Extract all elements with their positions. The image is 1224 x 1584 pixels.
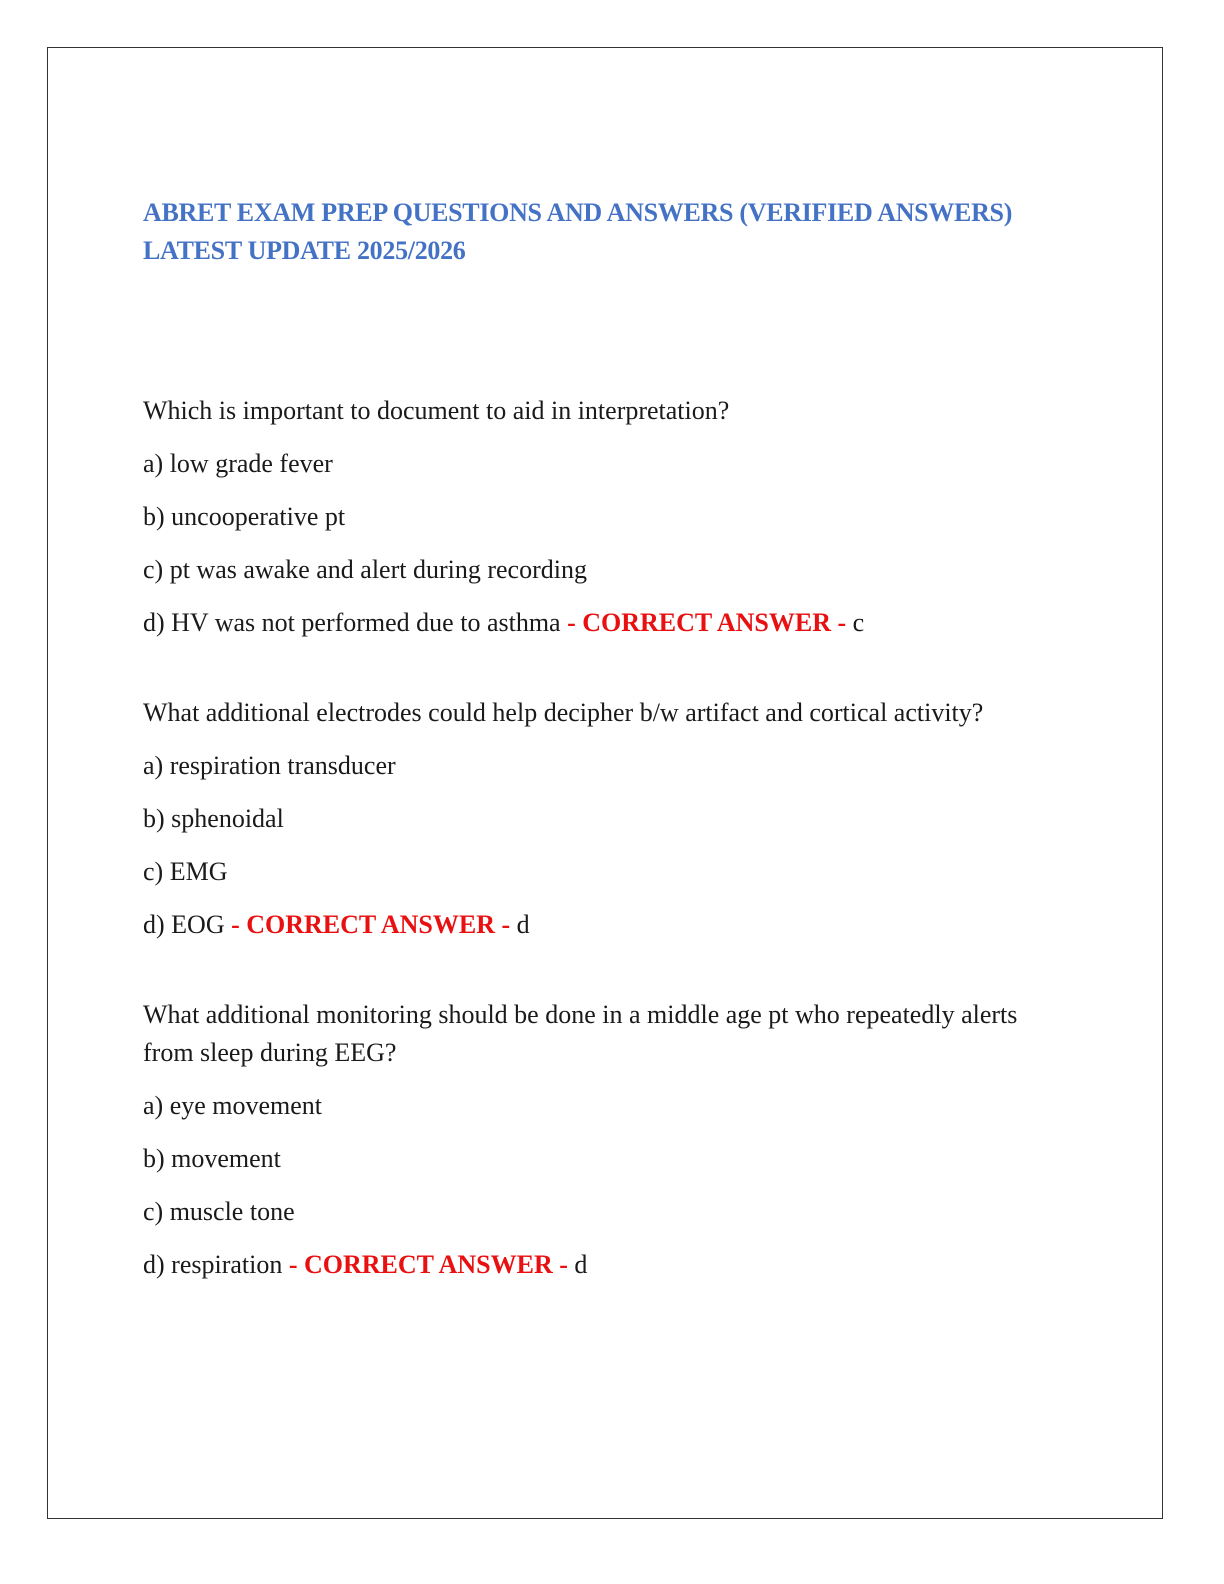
correct-answer-value: c (852, 608, 865, 637)
option-a: a) eye movement (143, 1091, 323, 1120)
question-text: Which is important to document to aid in… (143, 396, 730, 425)
page-border (47, 47, 1163, 1519)
question-block-3: What additional monitoring should be don… (143, 996, 1043, 1284)
option-b: b) sphenoidal (143, 804, 284, 833)
option-c: c) EMG (143, 857, 228, 886)
question-text: What additional monitoring should be don… (143, 1000, 1018, 1067)
option-d: d) EOG (143, 910, 225, 939)
option-b: b) uncooperative pt (143, 502, 346, 531)
correct-answer-value: d (574, 1250, 588, 1279)
option-d-with-answer: d) respiration - CORRECT ANSWER - d (143, 1246, 1043, 1284)
question-block-1: Which is important to document to aid in… (143, 392, 1043, 642)
option-d: d) respiration (143, 1250, 283, 1279)
option-d: d) HV was not performed due to asthma (143, 608, 561, 637)
correct-answer-marker: - CORRECT ANSWER - (288, 1250, 568, 1279)
question-text: What additional electrodes could help de… (143, 698, 984, 727)
option-c: c) muscle tone (143, 1197, 295, 1226)
option-b: b) movement (143, 1144, 281, 1173)
option-a: a) respiration transducer (143, 751, 396, 780)
correct-answer-marker: - CORRECT ANSWER - (231, 910, 511, 939)
correct-answer-marker: - CORRECT ANSWER - (567, 608, 847, 637)
option-a: a) low grade fever (143, 449, 333, 478)
option-d-with-answer: d) HV was not performed due to asthma - … (143, 604, 1043, 642)
option-d-with-answer: d) EOG - CORRECT ANSWER - d (143, 906, 1043, 944)
document-content: ABRET EXAM PREP QUESTIONS AND ANSWERS (V… (143, 194, 1043, 1336)
option-c: c) pt was awake and alert during recordi… (143, 555, 587, 584)
correct-answer-value: d (516, 910, 530, 939)
document-title: ABRET EXAM PREP QUESTIONS AND ANSWERS (V… (143, 198, 1013, 265)
question-list: Which is important to document to aid in… (143, 392, 1043, 1284)
question-block-2: What additional electrodes could help de… (143, 694, 1043, 944)
